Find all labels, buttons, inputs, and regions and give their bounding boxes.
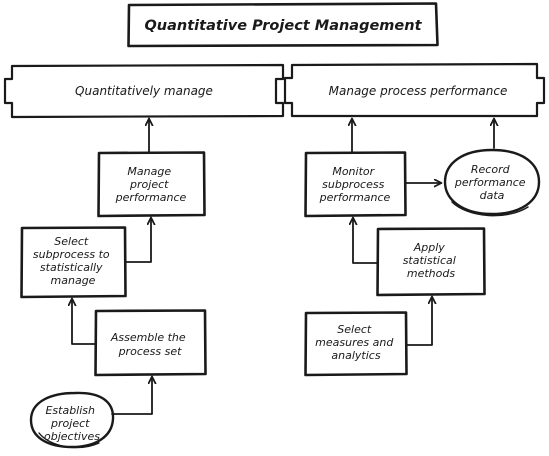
oval-establish-objectives: Establish project objectives — [29, 391, 115, 449]
goal-banner-right: Manage process performance — [283, 62, 546, 118]
goal-banner-left: Quantitatively manage — [3, 63, 285, 119]
label-record-performance-data: Record performance data — [454, 163, 529, 202]
goal-label-quantitatively-manage: Quantitatively manage — [75, 84, 213, 98]
box-select-subprocess: Select subprocess to statistically manag… — [20, 226, 127, 299]
arrow-apply-to-monitor — [353, 218, 378, 264]
box-manage-project-performance: Manage project performance — [97, 151, 206, 218]
label-apply-statistical-methods: Apply statistical methods — [403, 241, 460, 280]
label-monitor-subprocess: Monitor subprocess performance — [319, 165, 391, 204]
box-select-measures: Select measures and analytics — [304, 311, 408, 377]
arrow-select-subprocess-to-manage — [123, 218, 151, 263]
arrow-measures-to-apply — [405, 297, 432, 346]
goal-label-manage-process-performance: Manage process performance — [329, 84, 508, 98]
label-select-measures: Select measures and analytics — [315, 323, 397, 362]
box-assemble-process-set: Assemble the process set — [94, 309, 207, 377]
box-monitor-subprocess: Monitor subprocess performance — [304, 151, 407, 218]
arrow-assemble-to-select-subprocess — [72, 299, 96, 345]
title-box: Quantitative Project Management — [127, 2, 439, 48]
label-assemble-process-set: Assemble the process set — [110, 331, 189, 358]
oval-record-performance-data: Record performance data — [443, 148, 541, 217]
label-manage-project-performance: Manage project performance — [115, 165, 187, 204]
label-establish-objectives: Establish project objectives — [44, 404, 100, 443]
diagram-title: Quantitative Project Management — [144, 18, 422, 34]
label-select-subprocess: Select subprocess to statistically manag… — [33, 235, 113, 287]
box-apply-statistical-methods: Apply statistical methods — [376, 227, 486, 297]
arrow-objectives-to-assemble — [111, 377, 152, 415]
